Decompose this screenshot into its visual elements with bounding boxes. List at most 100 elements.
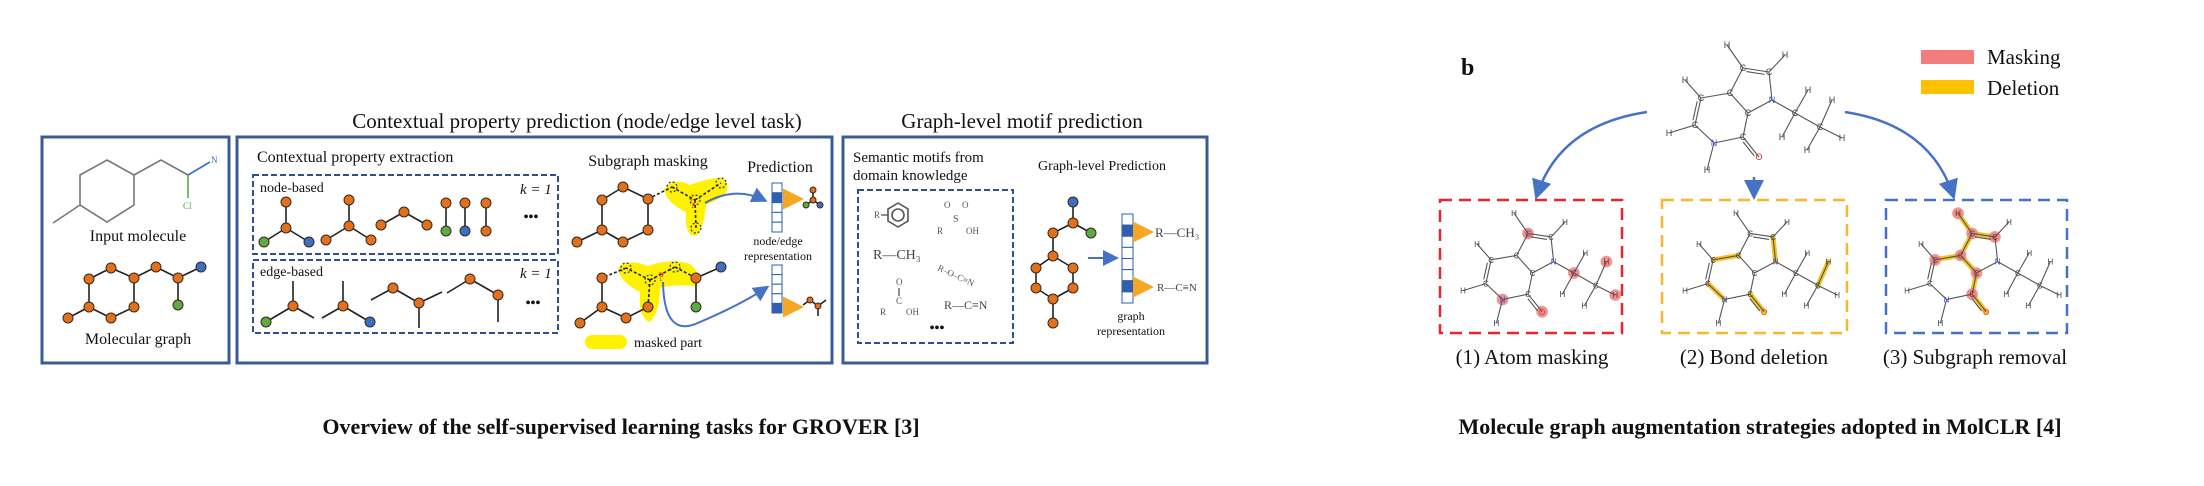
graph-node <box>440 225 452 237</box>
graph-node <box>480 225 492 237</box>
motif-r-label: R <box>937 226 943 236</box>
graph-node <box>642 301 654 313</box>
molecule-bond <box>1960 233 1973 256</box>
vector-cell <box>771 283 783 295</box>
graph-node <box>260 316 272 328</box>
motif-oh-label: OH <box>906 307 919 317</box>
molecule-bond <box>1724 293 1751 300</box>
molecule-bond <box>1994 221 2010 238</box>
atom-label: C <box>1745 108 1752 118</box>
atom-label: C <box>1740 132 1747 142</box>
atom-label: H <box>1784 218 1790 227</box>
vector-cell <box>771 192 783 204</box>
molecule-bond <box>1795 272 1819 286</box>
graph-node <box>62 312 74 324</box>
graph-node <box>105 262 117 274</box>
molecule-bond <box>1573 272 1597 286</box>
atom-label: H <box>1560 290 1566 299</box>
node-representation-vector-bottom <box>771 264 783 314</box>
graph-node <box>280 222 292 234</box>
motif-o-label: O <box>896 277 903 287</box>
molecule-bond <box>2017 272 2041 286</box>
molecule-double-bond <box>1530 236 1548 240</box>
strategy-label-subgraph-removal: (3) Subgraph removal <box>1883 345 2067 369</box>
graph-node <box>571 236 583 248</box>
molecule-bond <box>1595 261 1607 286</box>
molecule-bond <box>1754 261 1776 274</box>
atom-n-label: N <box>211 155 218 165</box>
graph-node <box>596 301 608 313</box>
molecule-bond <box>1527 293 1543 313</box>
atom-label: C <box>1525 229 1531 238</box>
graph-node <box>1030 282 1042 294</box>
atom-label: C <box>1710 256 1716 265</box>
molecule-bond <box>1717 299 1726 324</box>
input-molecule-structure: N Cl <box>52 155 218 224</box>
molecule-bond <box>1749 293 1765 313</box>
molecule-double-bond <box>1974 236 1992 240</box>
rep-label-2: representation <box>744 249 812 263</box>
molecule-bond <box>1997 261 2019 274</box>
graph-node <box>1067 262 1079 274</box>
edge-k-label: k = 1 <box>520 266 552 282</box>
vector-cell <box>771 182 783 194</box>
molecule-bond <box>1561 272 1575 295</box>
vector-cell <box>771 221 783 233</box>
atom-label: C <box>1488 256 1494 265</box>
molecule-bond <box>1960 255 1977 274</box>
molecule-double-bond <box>1705 262 1710 280</box>
molecule-bond <box>1935 254 1961 261</box>
atom-label: C <box>1992 233 1998 242</box>
molecule-bond <box>1495 299 1504 324</box>
graph-node <box>596 272 608 284</box>
atom-label: H <box>1804 302 1810 311</box>
atom-label: N <box>1500 295 1506 304</box>
molecule-double-bond <box>1692 101 1698 121</box>
atom-label: H <box>1604 258 1610 267</box>
masked-node <box>689 194 701 206</box>
atom-label: H <box>1733 209 1739 218</box>
atom-label: H <box>1682 75 1689 85</box>
atom-label: H <box>1724 40 1731 50</box>
graph-node <box>172 272 184 284</box>
molecule-bond <box>1772 221 1788 238</box>
molecule-double-bond <box>1746 71 1765 75</box>
graph-node <box>816 201 824 209</box>
graph-node <box>642 224 654 236</box>
atom-label: C <box>1483 280 1489 289</box>
graph-node <box>421 219 433 231</box>
molecule-bond <box>1550 221 1566 238</box>
vector-cell <box>771 302 783 314</box>
masked-node <box>690 222 702 234</box>
vector-cell <box>771 293 783 304</box>
molecule-bond <box>1768 71 1773 101</box>
semantic-motifs-label-1: Semantic motifs from <box>853 150 984 166</box>
vector-cell <box>1121 291 1134 304</box>
motif-c-label: C <box>896 296 902 306</box>
motif-carboxylic-acid: O C R OH <box>880 277 919 317</box>
vector-cell <box>1121 280 1134 293</box>
graph-node <box>303 236 315 248</box>
molecule-bond <box>1527 272 1534 295</box>
graph-node <box>150 261 162 273</box>
atom-label: C <box>1958 251 1964 260</box>
graph-node <box>715 261 727 273</box>
atom-label: C <box>1792 108 1799 118</box>
atom-label: C <box>2037 281 2043 290</box>
atom-label: O <box>1755 152 1762 162</box>
motif-sulfonic-acid: O O S R OH <box>937 200 979 236</box>
graph-node <box>806 296 814 304</box>
masked-atom-highlight <box>1600 255 1613 268</box>
atom-label: C <box>1927 280 1933 289</box>
atom-label: H <box>1804 249 1810 258</box>
atom-label: H <box>1805 85 1812 95</box>
molecule-bond <box>1698 243 1714 261</box>
atom-label: C <box>2015 269 2021 278</box>
vector-cell <box>771 274 783 285</box>
motif-benzene: R <box>874 202 909 228</box>
molecule-bond <box>1920 243 1936 261</box>
context-subgraphs <box>258 194 504 328</box>
molecule-bond <box>1817 261 1829 286</box>
